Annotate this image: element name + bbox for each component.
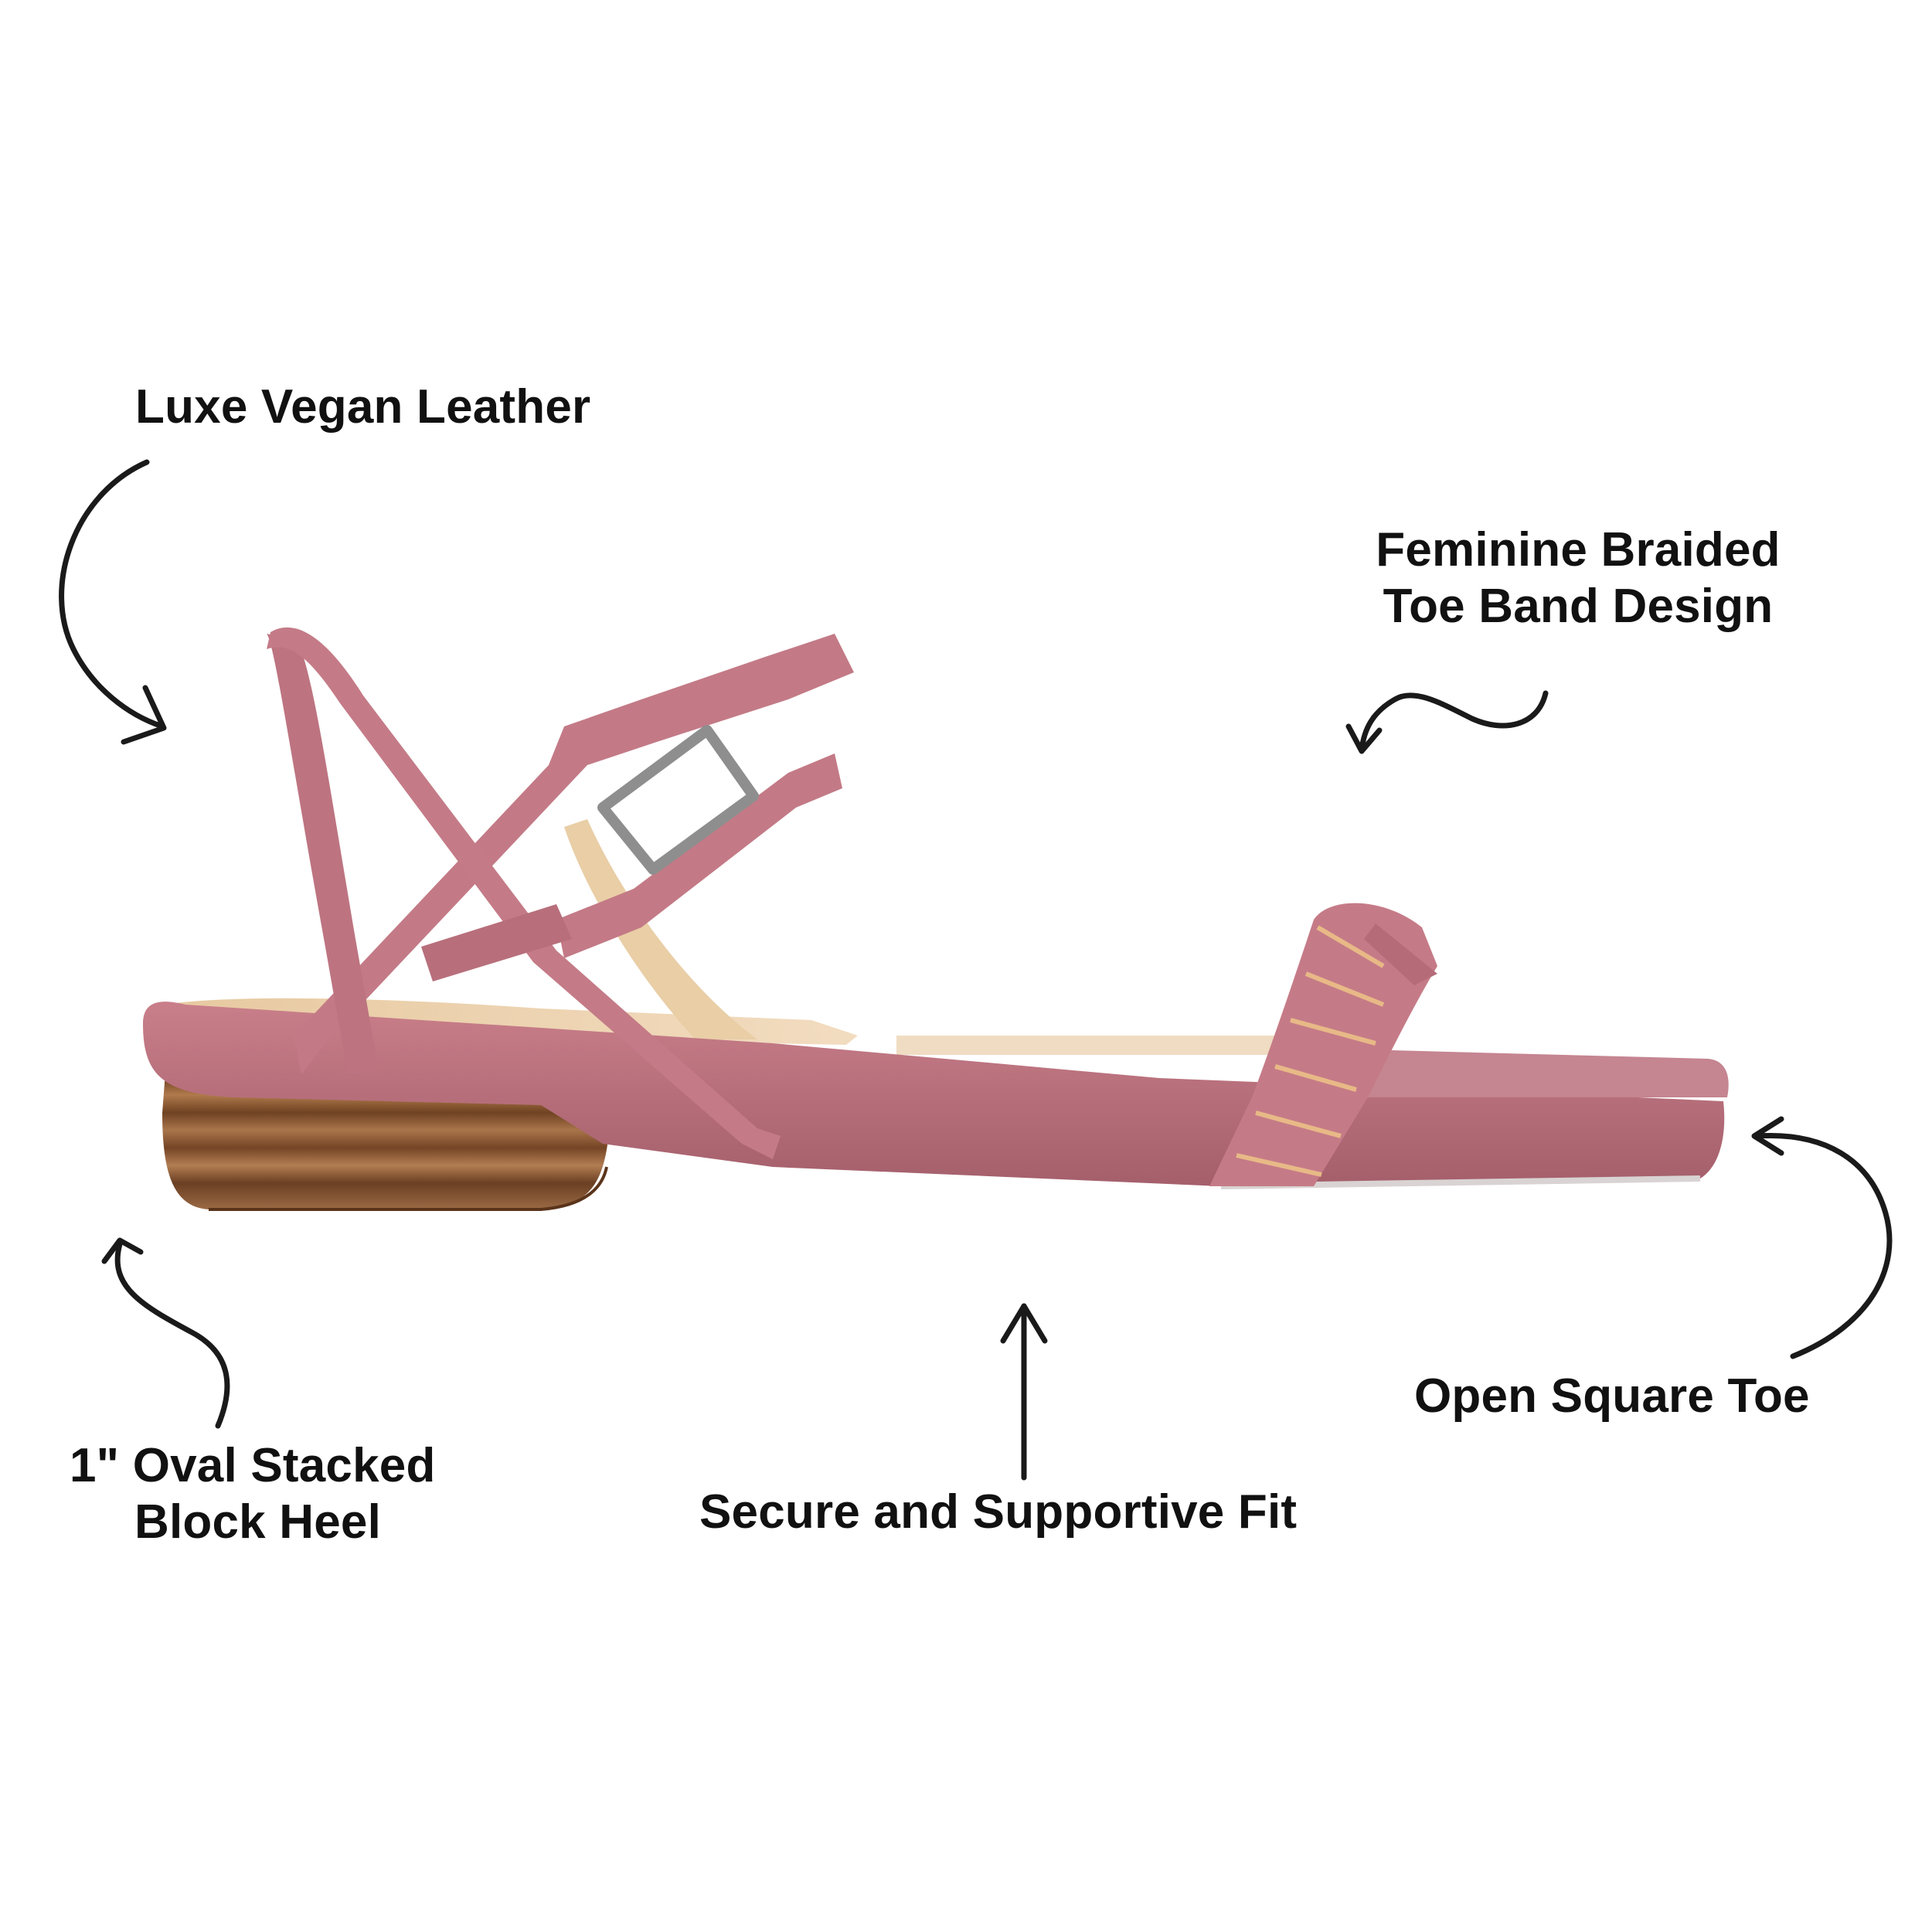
- arrow-block-heel: [101, 1237, 230, 1429]
- arrow-open-square-toe: [1751, 1116, 1893, 1359]
- braided-toe-band: [1209, 903, 1437, 1186]
- feature-text-line-1: Feminine Braided: [1376, 523, 1781, 577]
- feature-label-luxe-vegan-leather: Luxe Vegan Leather: [135, 379, 590, 435]
- feature-label-braided-toe-band: Feminine Braided Toe Band Design: [1350, 522, 1806, 634]
- curved-arrow-up-icon: [114, 1241, 230, 1429]
- feature-text-line-1: 1" Oval Stacked: [70, 1439, 436, 1492]
- feature-text: Open Square Toe: [1414, 1369, 1810, 1423]
- feature-text: Luxe Vegan Leather: [135, 380, 591, 434]
- feature-label-supportive-fit: Secure and Supportive Fit: [699, 1484, 1297, 1540]
- feature-text-line-2: Toe Band Design: [1383, 580, 1774, 634]
- feature-label-block-heel: 1" Oval Stacked Block Heel: [70, 1437, 436, 1550]
- arrow-supportive-fit: [1000, 1303, 1048, 1481]
- arrow-luxe-vegan-leather: [59, 459, 167, 745]
- feature-text-line-2: Block Heel: [134, 1495, 382, 1549]
- ankle-strap: [267, 627, 854, 1159]
- feature-text: Secure and Supportive Fit: [699, 1485, 1298, 1539]
- curved-arrow-left-icon: [1755, 1133, 1893, 1359]
- footbed: [1275, 1047, 1729, 1097]
- squiggle-arrow-left-icon: [1359, 690, 1549, 753]
- arrow-braided-toe-band: [1345, 690, 1549, 754]
- buckle: [597, 725, 759, 875]
- curved-arrow-down-right-icon: [59, 459, 165, 730]
- feature-label-open-square-toe: Open Square Toe: [1414, 1368, 1810, 1424]
